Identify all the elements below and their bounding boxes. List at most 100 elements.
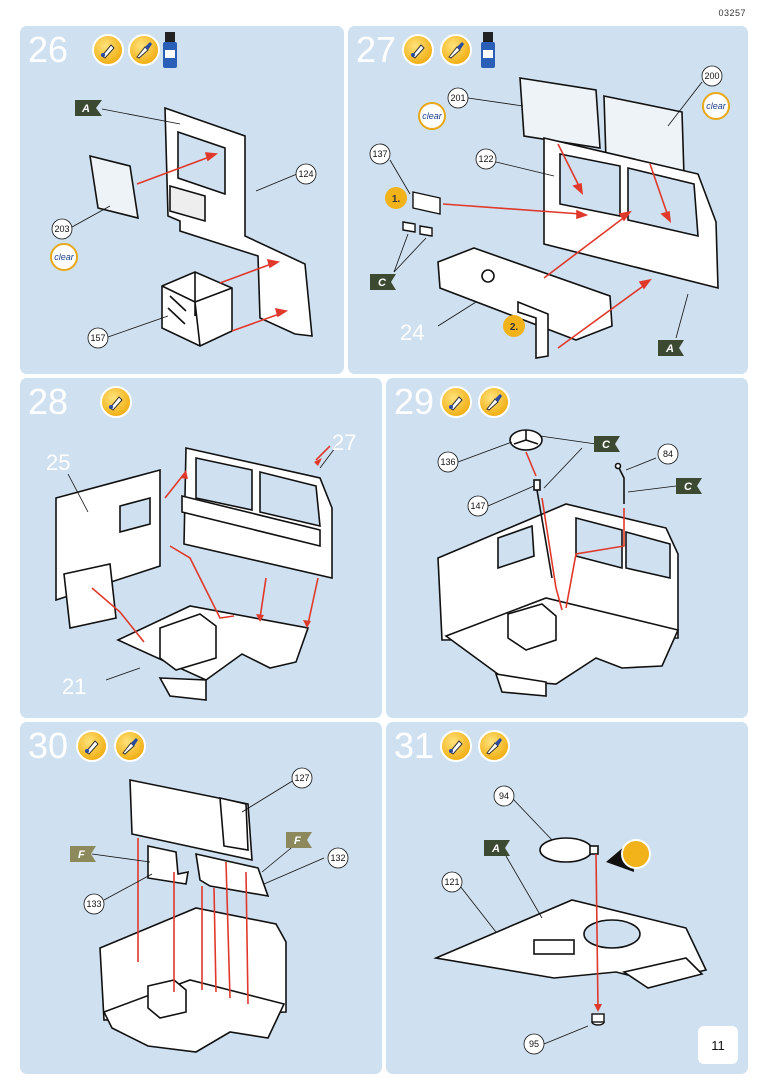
svg-text:1.: 1.	[392, 194, 401, 205]
pedals-part	[402, 191, 441, 237]
svg-text:133: 133	[86, 899, 101, 909]
svg-text:84: 84	[663, 449, 673, 459]
steering-column-part	[533, 479, 553, 579]
part-number-25: 25	[46, 450, 70, 475]
svg-text:147: 147	[470, 501, 485, 511]
svg-text:122: 122	[478, 154, 493, 164]
clear-paint-badge: clear	[418, 102, 446, 130]
flag-a: A	[658, 340, 684, 356]
svg-text:200: 200	[704, 71, 719, 81]
callout-200: 200	[701, 65, 723, 87]
step-29-illustration: C C 136 84 147	[437, 429, 702, 697]
clear-paint-bottle-icon	[163, 32, 177, 68]
svg-text:F: F	[78, 849, 85, 861]
callout-147: 147	[467, 495, 489, 517]
flag-c: C	[370, 274, 396, 290]
callout-95: 95	[523, 1033, 545, 1055]
svg-text:95: 95	[529, 1039, 539, 1049]
svg-text:121: 121	[444, 877, 459, 887]
callout-122: 122	[475, 148, 497, 170]
ring-part	[591, 1013, 605, 1026]
callout-84: 84	[657, 443, 679, 465]
glue-icon	[92, 34, 124, 66]
cab-assembly	[99, 907, 287, 1053]
callout-137: 137	[369, 143, 391, 165]
svg-text:F: F	[294, 835, 301, 847]
steering-wheel-part	[509, 429, 543, 451]
glue-icon	[76, 730, 108, 762]
step-number: 27	[356, 29, 397, 70]
clear-paint-bottle-icon	[481, 32, 495, 68]
step-27-illustration: C A 1. 2. 24 200 201 137 122 clear clear	[369, 65, 730, 359]
step-31-panel: 31	[386, 722, 748, 1074]
step-number: 30	[28, 725, 69, 766]
flag-a: A	[75, 100, 102, 116]
callout-133: 133	[83, 893, 105, 915]
step-26-panel: 26	[20, 26, 344, 374]
svg-text:C: C	[602, 439, 611, 451]
document-number: 03257	[718, 8, 746, 18]
svg-text:A: A	[491, 843, 500, 855]
callout-132: 132	[327, 847, 349, 869]
flag-a: A	[484, 840, 510, 856]
glue-icon	[440, 386, 472, 418]
svg-text:132: 132	[330, 853, 345, 863]
svg-text:clear: clear	[706, 101, 727, 111]
assembly-arrows	[595, 853, 599, 1009]
svg-text:clear: clear	[422, 111, 443, 121]
assembly-arrows	[525, 451, 625, 611]
part-number-27: 27	[332, 430, 356, 455]
callout-127: 127	[291, 767, 313, 789]
part-number-24: 24	[400, 320, 424, 345]
svg-text:clear: clear	[54, 252, 75, 262]
part-number-21: 21	[62, 674, 86, 699]
svg-text:127: 127	[294, 773, 309, 783]
assembly-arrows	[136, 152, 289, 332]
svg-text:C: C	[378, 277, 387, 289]
seat-right-part	[195, 852, 270, 898]
paint-brush-icon	[128, 34, 160, 66]
assembly-arrows	[442, 143, 672, 349]
hatch-part	[539, 837, 599, 863]
glue-icon	[440, 730, 472, 762]
paint-brush-icon	[114, 730, 146, 762]
glue-icon	[100, 386, 132, 418]
step-27-panel: 27	[348, 26, 748, 374]
rear-wall-part	[164, 106, 313, 337]
step-31-illustration: A 94 121 95	[433, 785, 708, 1055]
svg-text:203: 203	[54, 224, 69, 234]
callout-201: 201	[447, 87, 469, 109]
seat-back-panel-part	[129, 779, 253, 862]
step-number: 28	[28, 381, 69, 422]
flag-a-label: A	[81, 103, 90, 115]
paint-brush-icon	[478, 386, 510, 418]
callout-121: 121	[441, 871, 463, 893]
svg-text:A: A	[665, 343, 674, 355]
flag-c: C	[676, 478, 702, 494]
svg-text:201: 201	[450, 93, 465, 103]
svg-text:124: 124	[298, 169, 313, 179]
paint-brush-icon	[478, 730, 510, 762]
glue-icon	[402, 34, 434, 66]
step-30-panel: 30	[20, 722, 382, 1074]
roof-part	[433, 899, 708, 989]
step-number: 26	[28, 29, 69, 70]
sub-step-1: 1.	[385, 187, 407, 209]
detail-zoom	[606, 839, 651, 872]
window-part	[89, 154, 139, 220]
flag-f: F	[70, 846, 96, 862]
assembly-arrows	[137, 838, 249, 1005]
shift-lever-part	[614, 462, 625, 504]
svg-text:C: C	[684, 481, 693, 493]
callout-94: 94	[493, 785, 515, 807]
flag-c: C	[594, 436, 620, 452]
seat-left-part	[147, 845, 189, 885]
svg-text:157: 157	[90, 333, 105, 343]
step-number: 29	[394, 381, 435, 422]
callout-124: 124	[295, 163, 317, 185]
clear-paint-badge: clear	[702, 92, 730, 120]
step-29-panel: 29	[386, 378, 748, 718]
step-30-illustration: F F 127 132 133	[70, 767, 349, 1053]
step-28-illustration: 25 27 21	[46, 430, 356, 701]
callout-157: 157	[87, 327, 109, 349]
